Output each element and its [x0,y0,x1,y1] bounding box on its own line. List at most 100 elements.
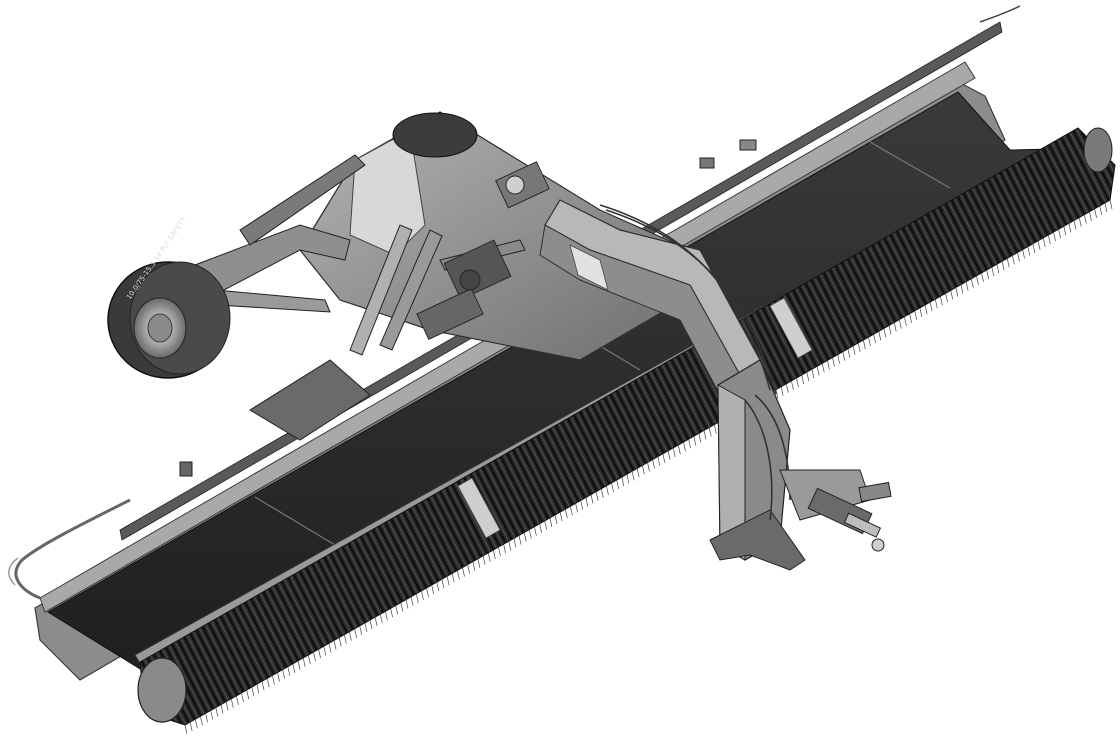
tine [698,433,702,443]
tine [518,535,522,545]
tine [991,267,995,277]
tine [585,497,589,507]
tine [960,284,964,294]
tine [338,637,342,647]
tine [662,453,666,463]
tine [1053,232,1056,242]
wheel-hub [147,313,173,343]
upper-rail-details [179,5,1021,477]
tine [307,654,311,665]
tine [847,348,851,358]
tine [631,471,635,481]
tine [976,275,979,285]
reel-end-cap-right [1083,127,1113,173]
tine [436,582,440,592]
tine [539,523,542,533]
tine [292,663,296,673]
tine [426,587,429,597]
tine [482,555,486,565]
tine [888,325,892,335]
tine [410,596,414,606]
tine [785,383,789,393]
tine [955,287,959,297]
machinery-blocks [416,161,550,340]
tine [313,652,316,662]
tine [508,541,512,551]
tine [1047,234,1051,245]
tine [590,494,594,504]
tine [657,456,661,466]
tine [503,544,506,554]
tine [981,272,984,282]
tine [924,304,928,315]
tine [940,296,943,306]
tine [893,322,897,332]
tine [277,672,280,682]
tine [791,380,794,390]
tine [364,622,368,632]
tine [575,503,578,513]
tine [837,354,840,364]
tine [236,695,239,705]
tine [801,374,805,385]
tine [287,666,291,676]
tine [405,599,409,609]
tine [421,590,424,600]
tine [415,593,419,603]
tine [302,657,306,667]
tine [606,485,609,495]
tine [205,713,208,723]
tine [441,579,445,589]
tine [1017,252,1020,262]
tine [184,724,188,735]
tine [323,646,327,656]
tine [462,567,465,577]
tine [1083,214,1087,224]
tine [713,424,717,434]
tine [667,450,671,460]
tine [950,290,954,300]
tine [395,605,399,615]
tine [775,389,779,399]
tine [688,439,691,449]
tine [200,716,203,726]
tine [1094,208,1097,218]
tine [1068,223,1072,233]
tine [1001,261,1005,271]
tine [241,692,244,702]
tine [1058,229,1061,239]
hitch-arm [539,199,892,571]
tine [647,462,650,472]
tine [256,684,260,694]
tine [318,649,321,659]
tine [400,602,404,612]
tine [1063,226,1067,236]
reel-band-separators [457,297,813,539]
left-deflector [8,498,131,600]
tine [904,316,907,326]
tine [1037,240,1041,250]
tine [385,611,388,621]
tine [251,687,255,697]
tine [914,310,918,320]
tine [544,520,548,530]
tine [261,681,265,691]
tine [1027,246,1031,256]
top-roller-wheel [392,112,478,158]
tine [498,547,501,557]
tine [626,474,630,484]
tine [210,710,214,720]
tine [595,491,599,501]
tine [986,269,990,280]
tine [194,719,198,729]
tine [868,337,871,347]
tine [1042,237,1046,247]
tine [390,608,393,618]
tine [842,351,846,361]
tine [1073,220,1077,230]
tine [349,631,352,641]
pto-coupler [779,469,892,552]
tine [708,427,712,437]
tine [652,459,655,469]
tine [189,722,193,732]
